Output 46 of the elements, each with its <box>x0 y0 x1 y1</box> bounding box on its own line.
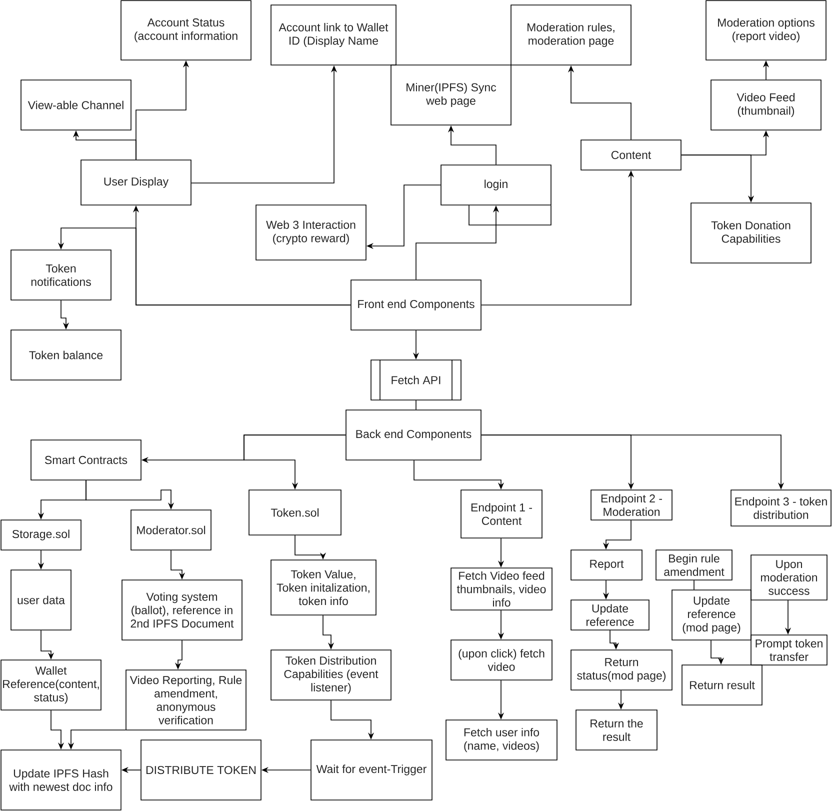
process-box: Video Reporting, Rule amendment, anonymous verification <box>126 670 246 730</box>
process-box: Update IPFS Hash with newest doc info <box>0 750 122 810</box>
process-box: Begin rule amendment <box>656 550 732 580</box>
process-box: Content <box>580 140 682 170</box>
process-box: Fetch Video feed thumbnails, video info <box>450 568 552 610</box>
process-box: Web 3 Interaction (crypto reward) <box>256 204 366 260</box>
process-box: User Display <box>80 160 192 206</box>
process-box: Token balance <box>10 330 122 380</box>
process-box: Miner(IPFS) Sync web page <box>390 64 512 126</box>
process-box: Return the result <box>576 710 658 750</box>
process-box: Token Donation Capabilities <box>690 202 812 264</box>
subroutine-box: Fetch API <box>370 360 462 400</box>
process-box: Update reference <box>570 600 650 630</box>
process-box: Endpoint 2 - Moderation <box>590 490 672 520</box>
process-box: Token notifications <box>10 250 112 300</box>
process-box: Endpoint 3 - token distribution <box>730 490 832 526</box>
process-box: user data <box>10 570 72 630</box>
process-box: Moderation options (report video) <box>706 0 826 60</box>
process-box: Smart Contracts <box>30 440 142 480</box>
process-box: Prompt token transfer <box>750 634 828 666</box>
process-box: Moderation rules, moderation page <box>510 4 632 66</box>
process-box: Account link to Wallet ID (Display Name <box>270 4 396 66</box>
process-box: Moderator.sol <box>130 510 212 550</box>
process-box: Back end Components <box>346 410 482 460</box>
process-box: Return status(mod page) <box>570 650 672 690</box>
process-box: Token Distribution Capabilities (event listener) <box>270 650 392 700</box>
process-box: Report <box>570 550 642 580</box>
process-box: Fetch user info (name, videos) <box>446 720 558 760</box>
process-box: Wallet Reference(content, status) <box>0 660 102 710</box>
process-box: DISTRIBUTE TOKEN <box>140 740 262 800</box>
process-box: Return result <box>682 664 762 706</box>
process-box: login <box>440 164 552 206</box>
process-box: Token Value, Token initalization, token info <box>270 560 376 616</box>
process-box: Endpoint 1 - Content <box>460 490 542 538</box>
process-box: View-able Channel <box>20 80 132 130</box>
process-box: Voting system (ballot), reference in 2nd IPFS Document <box>122 580 242 640</box>
process-box: Video Feed (thumbnail) <box>710 80 822 130</box>
process-box: Upon moderation success <box>750 554 828 600</box>
process-box: Wait for event-Trigger <box>310 740 432 800</box>
process-box: Update reference (mod page) <box>672 590 752 640</box>
connector-line <box>468 205 552 226</box>
process-box: (upon click) fetch video <box>450 640 552 680</box>
process-box: Account Status (account information <box>120 0 252 60</box>
process-box: Token.sol <box>248 490 342 536</box>
process-box: Storage.sol <box>0 520 82 550</box>
process-box: Front end Components <box>350 280 482 330</box>
